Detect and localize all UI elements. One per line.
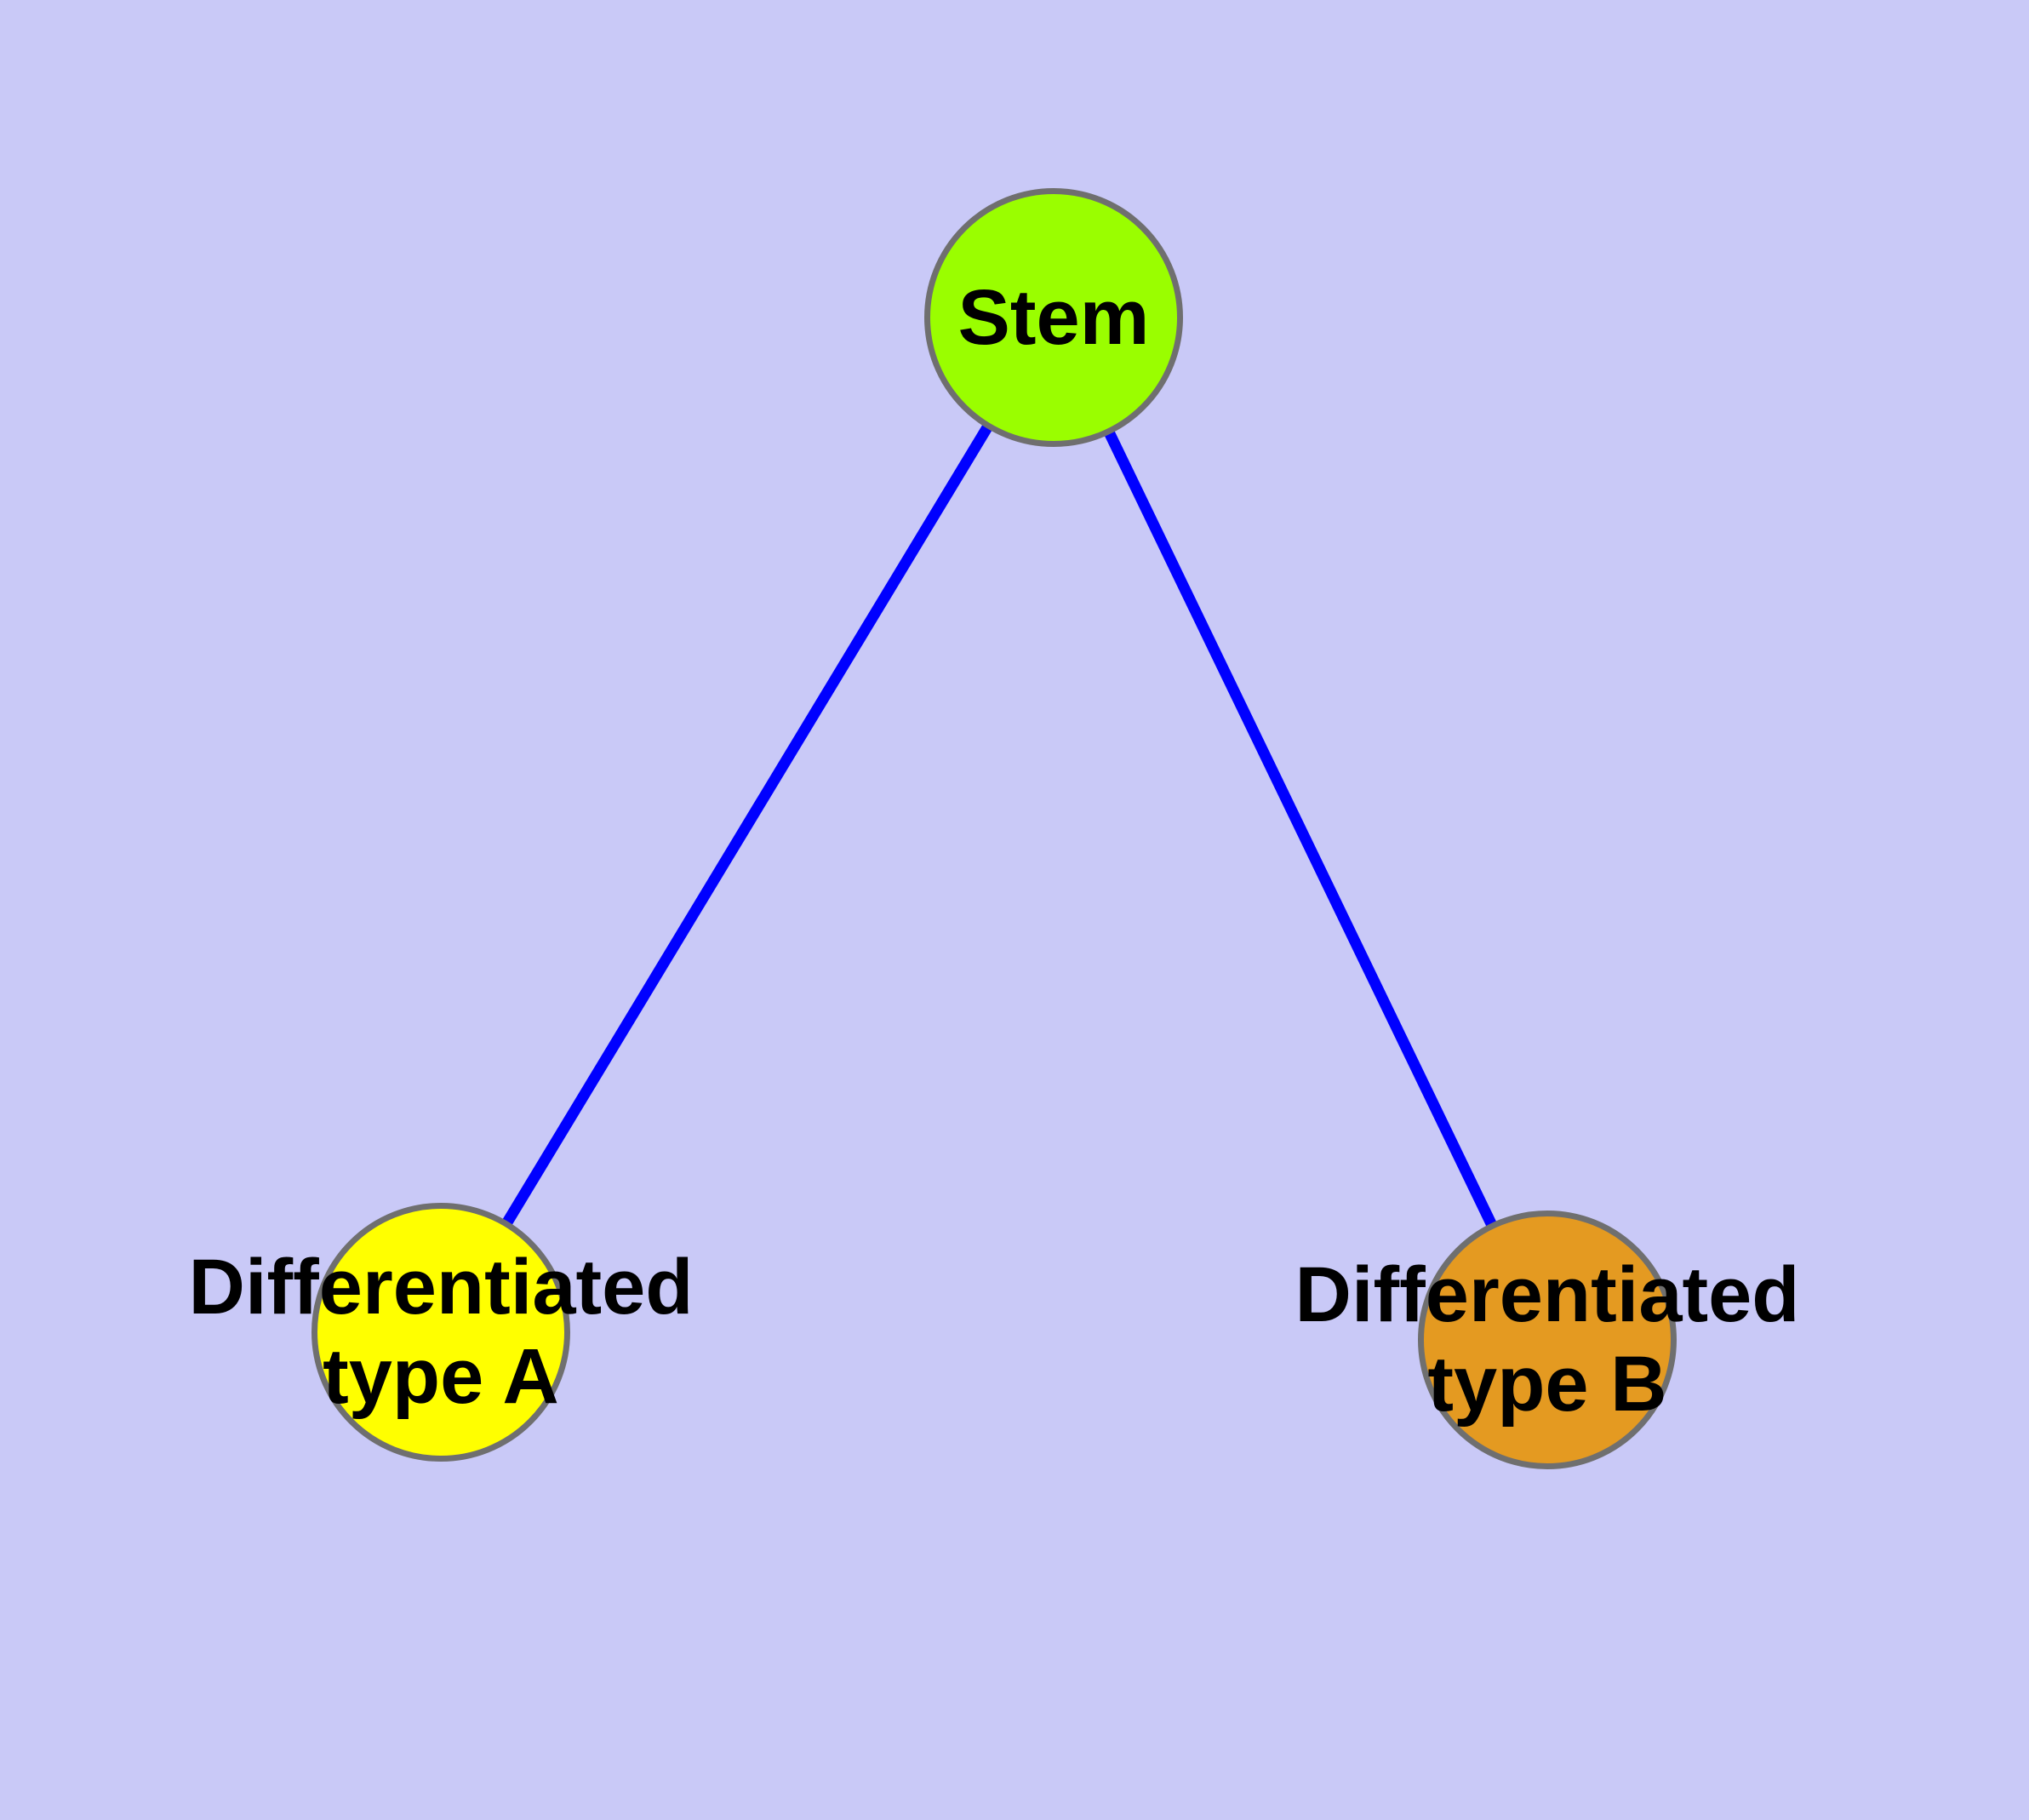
node-differentiated-type-a [311, 1203, 570, 1462]
node-stem [924, 188, 1183, 447]
edge-stem-to-type-a [436, 314, 1059, 1336]
node-differentiated-type-b [1418, 1210, 1677, 1469]
edge-stem-to-type-b [1049, 315, 1552, 1342]
